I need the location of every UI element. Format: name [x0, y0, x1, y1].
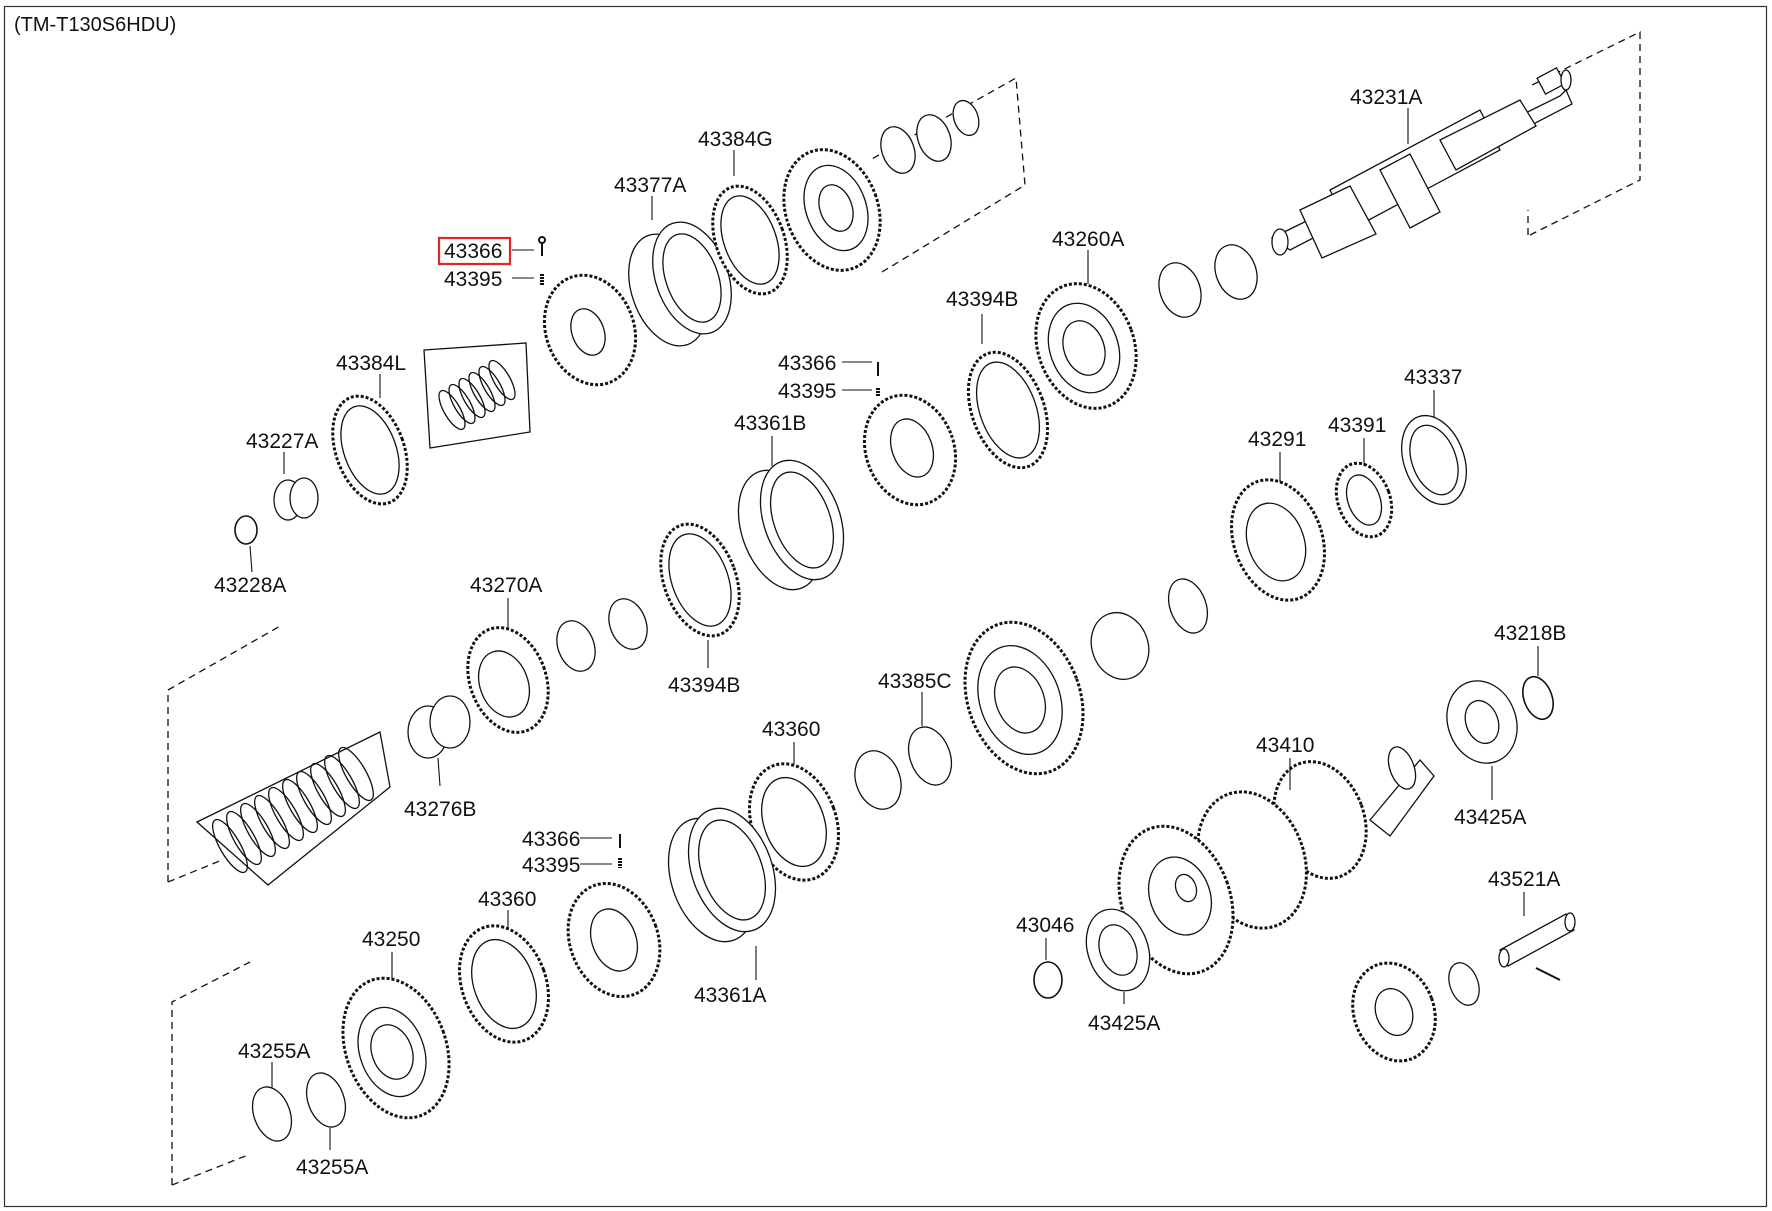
part-label[interactable]: 43255A [238, 1040, 310, 1063]
bearing-43227A [273, 477, 319, 521]
part-label[interactable]: 43410 [1256, 734, 1314, 757]
sync-ring-43384L [331, 394, 409, 506]
part-label[interactable]: 43521A [1488, 868, 1560, 891]
sleeve-43377A [628, 221, 732, 347]
part-label[interactable]: 43391 [1328, 414, 1386, 437]
part-label[interactable]: 43291 [1248, 428, 1306, 451]
bearing-upper-right [1158, 244, 1258, 318]
bearing-upper-pair [880, 99, 980, 174]
part-label[interactable]: 43366 [778, 352, 836, 375]
part-label[interactable]: 43260A [1052, 228, 1124, 251]
part-label[interactable]: 43361B [734, 412, 806, 435]
spring-box-lower [195, 731, 391, 886]
part-label[interactable]: 43384L [336, 352, 406, 375]
bearing-43255A-pair [251, 1072, 347, 1142]
part-label[interactable]: 43395 [522, 854, 580, 877]
part-label[interactable]: 43231A [1350, 86, 1422, 109]
diagram-code: (TM-T130S6HDU) [14, 14, 176, 36]
part-label[interactable]: 43366 [444, 240, 502, 263]
part-label[interactable]: 43250 [362, 928, 420, 951]
gear-upper-right [782, 148, 882, 272]
part-label[interactable]: 43218B [1494, 622, 1566, 645]
gear-43250 [341, 976, 451, 1120]
part-label[interactable]: 43394B [668, 674, 740, 697]
bearing-middle-pair [556, 598, 648, 672]
sync-ring-43384G [711, 184, 789, 296]
pin-top [538, 236, 546, 286]
leader-lines [249, 108, 1539, 1150]
bearing-43425A-right [1446, 680, 1518, 764]
group-box-shaft [1529, 30, 1641, 236]
bearing-middle-right [1090, 578, 1209, 681]
snap-ring-43228A [234, 515, 258, 545]
hub-lower [566, 834, 662, 999]
part-label[interactable]: 43255A [296, 1156, 368, 1179]
sleeve-43361A [667, 807, 777, 943]
bearing-43385C [854, 726, 953, 810]
hub-upper [542, 273, 638, 387]
gear-43270A [466, 626, 550, 734]
part-label[interactable]: 43425A [1454, 806, 1526, 829]
part-label[interactable]: 43384G [698, 128, 773, 151]
part-label[interactable]: 43228A [214, 574, 286, 597]
countershaft-43410 [1117, 746, 1435, 976]
part-label[interactable]: 43425A [1088, 1012, 1160, 1035]
snap-ring-43046 [1033, 961, 1063, 999]
spring-upper [438, 359, 516, 431]
part-label[interactable]: 43046 [1016, 914, 1074, 937]
part-label[interactable]: 43270A [470, 574, 542, 597]
snap-ring-43218B [1522, 675, 1554, 721]
part-label[interactable]: 43337 [1404, 366, 1462, 389]
hub-middle [862, 362, 958, 507]
spring-box-upper [423, 342, 531, 449]
part-label[interactable]: 43360 [478, 888, 536, 911]
gear-43291 [1230, 478, 1326, 602]
part-label[interactable]: 43395 [444, 268, 502, 291]
ring-43391 [1334, 461, 1394, 539]
sleeve-43361B [737, 459, 845, 591]
group-box-upper [869, 76, 1026, 273]
bearing-43425A-lower [1085, 908, 1151, 992]
reverse-idler-43521A [1351, 912, 1576, 1063]
collar-43276B [407, 695, 471, 759]
part-label[interactable]: 43360 [762, 718, 820, 741]
main-shaft-43231A [1270, 67, 1573, 259]
part-label[interactable]: 43385C [878, 670, 952, 693]
group-box-bottom [171, 961, 251, 1185]
ring-43360-lower [458, 924, 550, 1044]
group-box-left [167, 624, 283, 882]
gear-43260A [1034, 282, 1138, 410]
part-label[interactable]: 43276B [404, 798, 476, 821]
part-label[interactable]: 43394B [946, 288, 1018, 311]
sync-ring-43394B-upper [966, 350, 1050, 470]
gear-center-large [963, 620, 1085, 776]
part-label[interactable]: 43395 [778, 380, 836, 403]
diagram-frame [3, 5, 1768, 1208]
part-labels: 43366 43395 43377A 43384G 43231A 43260A … [214, 86, 1566, 1179]
part-label[interactable]: 43227A [246, 430, 318, 453]
highlight-box [437, 236, 512, 266]
part-label[interactable]: 43361A [694, 984, 766, 1007]
part-label[interactable]: 43366 [522, 828, 580, 851]
spring-lower [212, 746, 374, 874]
sync-ring-43394B-lower [659, 522, 741, 638]
bearing-43337 [1401, 414, 1467, 506]
part-label[interactable]: 43377A [614, 174, 686, 197]
